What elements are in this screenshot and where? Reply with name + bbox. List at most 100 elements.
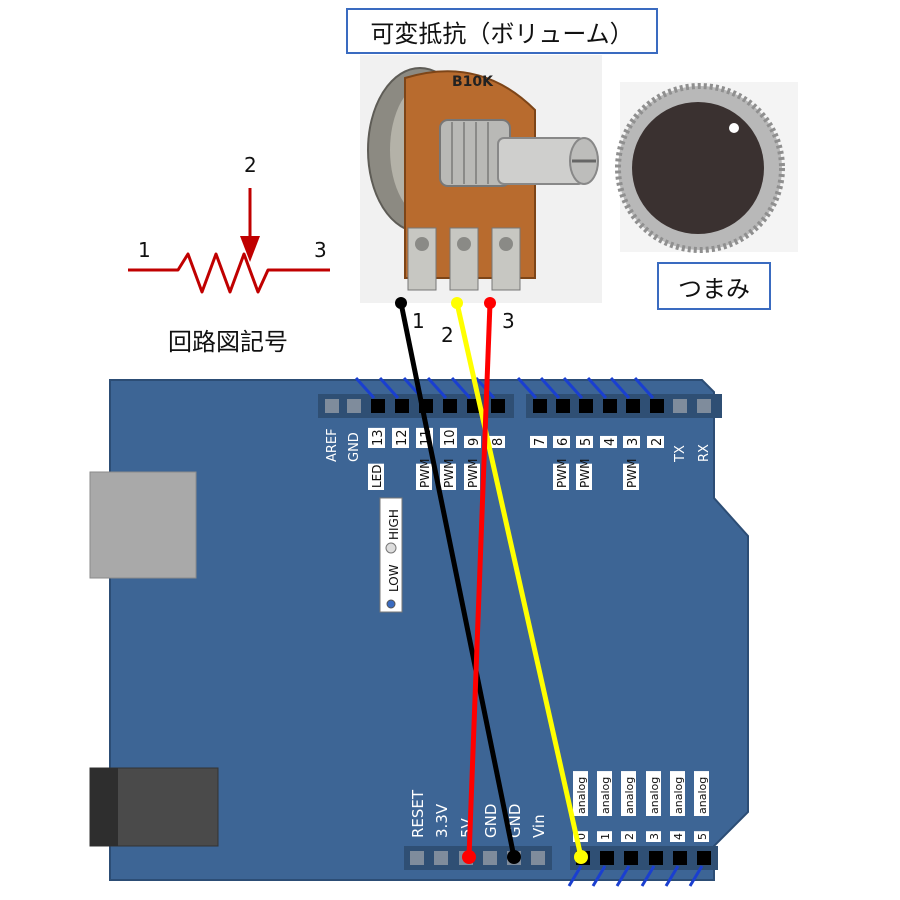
digital-pin-label: GND	[347, 432, 362, 462]
analog-pin-label: analog	[575, 777, 588, 814]
switch-high-dot	[385, 542, 397, 554]
digital-pin	[579, 399, 593, 413]
pot-pin-1-label: 1	[412, 309, 425, 333]
digital-sub-label: PWM	[418, 459, 432, 488]
digital-pin-label: AREF	[325, 428, 340, 462]
digital-sub-label-bg	[368, 463, 384, 490]
power-jack-front	[90, 768, 118, 846]
symbol-caption: 回路図記号	[168, 328, 288, 356]
analog-pin-label-bg	[670, 771, 685, 816]
analog-pin	[673, 851, 687, 865]
digital-pin	[371, 399, 385, 413]
wire-end-red-top	[484, 297, 496, 309]
knob-body	[632, 102, 764, 234]
analog-header	[570, 846, 718, 870]
digital-pin	[697, 399, 711, 413]
switch-low-dot	[386, 599, 396, 609]
arduino-board: AREFGND1312111098765432TXRXLEDPWMPWMPWMP…	[89, 376, 749, 887]
digital-pin-label-bg	[647, 435, 664, 448]
digital-sub-label: PWM	[578, 459, 592, 488]
power-pin-label: RESET	[409, 789, 427, 838]
title-label: 可変抵抗（ボリューム）	[346, 8, 658, 54]
digital-pin-lead	[378, 376, 400, 400]
analog-pin-lead	[688, 865, 704, 887]
digital-pin-label-bg	[464, 435, 481, 448]
digital-sub-label-bg	[576, 463, 592, 490]
switch-low-label: LOW	[387, 564, 401, 592]
digital-pin-label: 6	[556, 438, 571, 446]
digital-pin-label: 7	[533, 438, 548, 446]
power-pin-label: 3.3V	[433, 803, 451, 838]
digital-pin-label-bg	[392, 427, 409, 448]
knob-label: つまみ	[657, 262, 771, 310]
digital-pin	[650, 399, 664, 413]
power-pin-label: Vin	[530, 814, 548, 838]
digital-pin-lead	[354, 376, 376, 400]
wire-end-red-5v	[462, 850, 476, 864]
pot-marking: B10K	[452, 74, 494, 90]
digital-sub-label-bg	[623, 463, 639, 490]
digital-sub-label-bg	[464, 463, 480, 490]
pot-lug-1	[407, 227, 437, 291]
digital-sub-label: PWM	[555, 459, 569, 488]
analog-pin-labels: analog0analog1analog2analog3analog4analo…	[573, 771, 709, 842]
analog-pin-label-bg	[621, 771, 636, 816]
analog-pin-lead	[640, 865, 656, 887]
digital-pin-lead	[426, 376, 448, 400]
analog-pin-number-bg	[694, 831, 709, 842]
power-pin-label: GND	[482, 804, 500, 838]
digital-pin	[491, 399, 505, 413]
digital-pin	[533, 399, 547, 413]
digital-pin-label: 3	[626, 438, 641, 446]
digital-pin-lead	[586, 376, 608, 400]
digital-sub-label: PWM	[625, 459, 639, 488]
wire-end-black-top	[395, 297, 407, 309]
knob-indicator	[729, 123, 739, 133]
usb-connector	[89, 471, 197, 579]
digital-pins	[325, 376, 711, 413]
analog-pin	[697, 851, 711, 865]
analog-pin-number: 0	[575, 833, 588, 840]
analog-pin-number-bg	[573, 831, 588, 842]
digital-pin-lead	[609, 376, 631, 400]
analog-pin-label: analog	[623, 777, 636, 814]
digital-sub-label: LED	[370, 464, 384, 488]
analog-pin-label-bg	[694, 771, 709, 816]
wire-red	[466, 302, 493, 858]
analog-pin-number-bg	[670, 831, 685, 842]
digital-pin-label: 12	[395, 429, 410, 446]
analog-pin-number: 4	[672, 833, 685, 840]
digital-sub-label: PWM	[466, 459, 480, 488]
analog-pin-number-bg	[646, 831, 661, 842]
digital-pin-label: TX	[673, 445, 688, 463]
analog-pin-label: analog	[696, 777, 709, 814]
digital-header-right	[526, 394, 722, 418]
pot-lug-hole	[499, 237, 513, 251]
power-pin	[410, 851, 424, 865]
analog-pin-label-bg	[646, 771, 661, 816]
wiper-arrowhead	[240, 236, 260, 262]
board-body	[109, 379, 749, 881]
power-pin	[434, 851, 448, 865]
digital-pin-label: 10	[443, 429, 458, 446]
digital-pin	[325, 399, 339, 413]
wire-yellow	[454, 302, 584, 858]
pot-pin-2-label: 2	[441, 323, 454, 347]
power-pin	[483, 851, 497, 865]
digital-pin-label-bg	[600, 435, 617, 448]
pot-lug-hole	[415, 237, 429, 251]
digital-pin	[395, 399, 409, 413]
analog-pin	[624, 851, 638, 865]
analog-pin-number-bg	[621, 831, 636, 842]
analog-pin-number-bg	[597, 831, 612, 842]
power-pin-label: 5V	[458, 817, 476, 838]
analog-pin-lead	[664, 865, 680, 887]
wire-end-yellow-top	[451, 297, 463, 309]
wires	[395, 297, 588, 864]
digital-pin	[603, 399, 617, 413]
analog-pin-number: 1	[599, 833, 612, 840]
analog-pin-label-bg	[597, 771, 612, 816]
switch-high-label: HIGH	[387, 509, 401, 540]
